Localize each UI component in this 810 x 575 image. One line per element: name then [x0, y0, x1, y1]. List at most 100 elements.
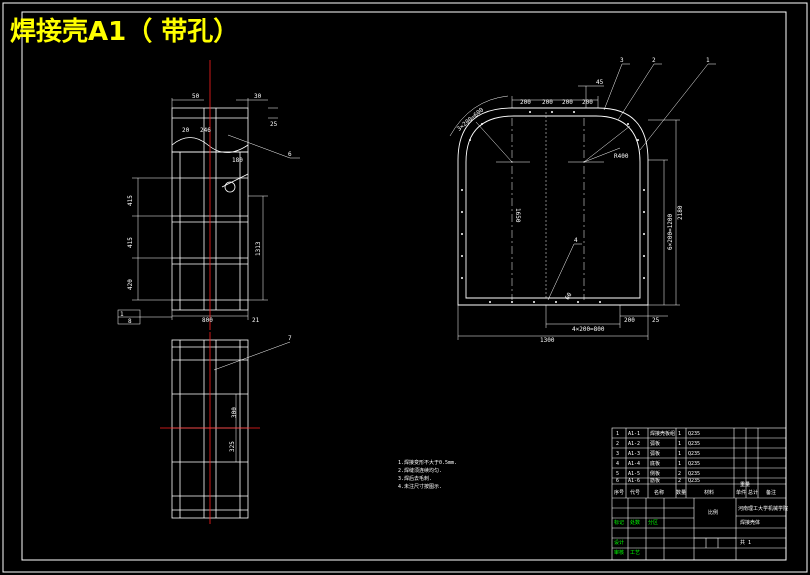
left-dim-side-2: 415: [127, 237, 134, 248]
part-row-1: 1 A1-1 焊接壳板组 1 Q235: [616, 430, 700, 437]
right-balloon-3: 3: [620, 57, 624, 64]
right-dim-bottom-200: 200: [624, 317, 635, 324]
right-dim-vert-1200: 6×200=1200: [667, 213, 674, 250]
svg-text:A1-2: A1-2: [628, 441, 640, 447]
part-row-4: 4 A1-4 底板 1 Q235: [616, 460, 700, 467]
left-label-box-1: 1: [120, 311, 124, 318]
left-dim-side-3: 420: [127, 279, 134, 290]
svg-text:5: 5: [616, 471, 619, 477]
right-dim-bottom-25: 25: [652, 317, 660, 324]
svg-text:名称: 名称: [654, 489, 664, 496]
svg-text:2: 2: [616, 441, 619, 447]
svg-text:Q235: Q235: [688, 471, 700, 477]
svg-text:底板: 底板: [650, 460, 660, 467]
parts-header: 序号 代号 名称 数量 材料 单件 总计 备注: [614, 489, 776, 496]
svg-text:A1-6: A1-6: [628, 478, 640, 484]
svg-text:Q235: Q235: [688, 461, 700, 467]
left-dim-overall: 1313: [255, 241, 262, 256]
tb-label-1: 标记: [614, 519, 624, 526]
left-dim-top-2: 30: [254, 93, 262, 100]
tb-label-5: 审核: [614, 549, 624, 556]
right-balloon-1: 1: [706, 57, 710, 64]
right-dim-top-200c: 200: [562, 99, 573, 106]
svg-text:1: 1: [616, 431, 619, 437]
svg-text:Q235: Q235: [688, 478, 700, 484]
left-balloon: 6: [288, 151, 292, 158]
sheet-count: 共 1: [740, 539, 751, 546]
svg-text:1: 1: [678, 441, 681, 447]
svg-text:代号: 代号: [630, 489, 640, 496]
note-line-3: 3.焊后去毛刺.: [398, 475, 432, 482]
note-line-4: 4.未注尺寸按图示.: [398, 483, 442, 490]
svg-text:1: 1: [678, 461, 681, 467]
title-block: [611, 427, 787, 561]
drawing-title: 焊接壳A1（ 带孔）: [10, 17, 239, 47]
svg-text:1: 1: [678, 431, 681, 437]
right-dim-top-200a: 200: [520, 99, 531, 106]
bottom-plan-view: [171, 339, 291, 519]
svg-text:A1-1: A1-1: [628, 431, 640, 437]
tb-label-3: 分区: [648, 519, 658, 526]
svg-text:3: 3: [616, 451, 619, 457]
right-dim-top-45: 45: [596, 79, 604, 86]
technical-notes: 1.焊接变形不大于0.5mm. 2.焊缝须连续均匀. 3.焊后去毛刺. 4.未注…: [398, 459, 457, 490]
svg-text:2: 2: [678, 471, 681, 477]
left-label-box-2: 8: [128, 318, 132, 325]
part-row-3: 3 A1-3 弧板 1 Q235: [616, 450, 700, 457]
svg-text:单件: 单件: [736, 489, 746, 496]
left-dim-side-1: 415: [127, 195, 134, 206]
left-dim-hole: 180: [232, 157, 243, 164]
svg-text:2: 2: [678, 478, 681, 484]
part-row-5: 5 A1-5 侧板 2 Q235: [616, 470, 700, 477]
note-line-1: 1.焊接变形不大于0.5mm.: [398, 459, 457, 466]
svg-text:Q235: Q235: [688, 441, 700, 447]
svg-text:Q235: Q235: [688, 431, 700, 437]
bottom-dim-2: 325: [229, 441, 236, 452]
right-dim-arc: 3×200=600: [456, 106, 486, 133]
title-block-text: 1 A1-1 焊接壳板组 1 Q235 2 A1-2 弧板 1 Q235 3 A…: [614, 430, 788, 556]
right-dim-height: 1650: [514, 208, 521, 223]
company-name: 河南理工大学机械学院: [738, 505, 788, 512]
svg-text:材料: 材料: [704, 489, 714, 496]
left-dim-top-4: 246: [200, 127, 211, 134]
svg-text:备注: 备注: [766, 489, 776, 496]
right-dim-bottom-800: 4×200=800: [572, 326, 605, 333]
svg-text:A1-4: A1-4: [628, 461, 640, 467]
tb-label-4: 设计: [614, 539, 624, 546]
part-row-2: 2 A1-2 弧板 1 Q235: [616, 440, 700, 447]
left-dim-width: 800: [202, 317, 213, 324]
left-dim-top-3: 20: [182, 127, 190, 134]
left-label-right: 21: [252, 317, 260, 324]
svg-text:弧板: 弧板: [650, 450, 660, 457]
tb-label-2: 处数: [630, 519, 640, 526]
svg-text:序号: 序号: [614, 489, 624, 496]
note-line-2: 2.焊缝须连续均匀.: [398, 467, 442, 474]
right-balloon-2: 2: [652, 57, 656, 64]
svg-text:弧板: 弧板: [650, 440, 660, 447]
weight-label: 重量: [740, 481, 750, 488]
right-dim-top-200b: 200: [542, 99, 553, 106]
svg-text:侧板: 侧板: [650, 470, 660, 477]
tb-label-6: 工艺: [630, 550, 640, 556]
right-dim-top-200d: 200: [582, 99, 593, 106]
part-row-6: 6 A1-6 筋板 2 Q235: [616, 477, 700, 484]
svg-text:A1-3: A1-3: [628, 451, 640, 457]
svg-text:筋板: 筋板: [650, 477, 660, 484]
svg-text:焊接壳板组: 焊接壳板组: [650, 430, 675, 437]
right-view-holes: [461, 111, 645, 303]
drawing-name: 焊接壳体: [740, 519, 760, 526]
inner-border: [21, 11, 787, 561]
left-dim-top-5: 25: [270, 121, 278, 128]
scale-label: 比例: [708, 509, 718, 516]
right-dim-radius: R400: [614, 153, 629, 160]
bottom-balloon: 7: [288, 335, 292, 342]
right-dim-left-60: 60: [564, 291, 574, 301]
right-balloon-4: 4: [574, 237, 578, 244]
svg-text:数量: 数量: [676, 489, 686, 496]
right-dim-total-width: 1300: [540, 337, 555, 344]
svg-text:1: 1: [678, 451, 681, 457]
svg-text:A1-5: A1-5: [628, 471, 640, 477]
svg-text:6: 6: [616, 478, 619, 484]
